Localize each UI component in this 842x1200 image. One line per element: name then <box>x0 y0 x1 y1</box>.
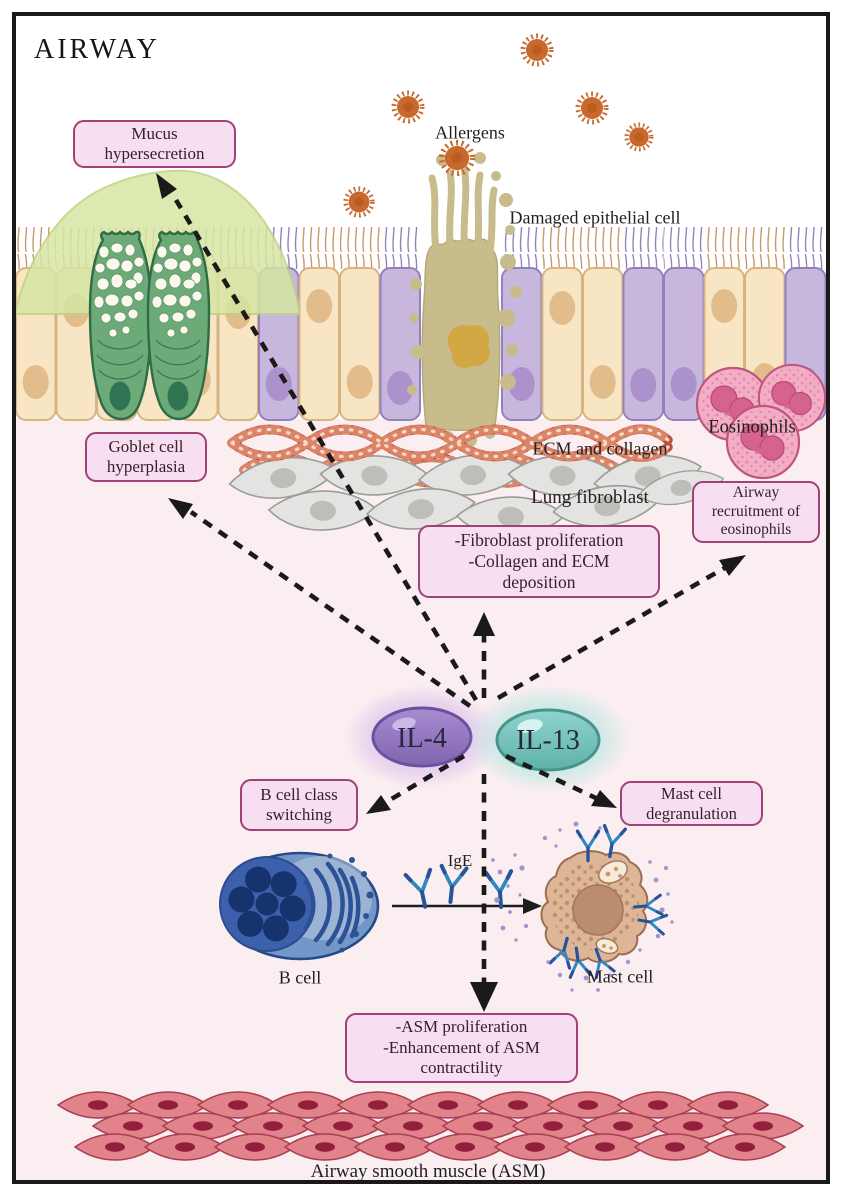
b-cell-class-switching-box: B cell class switching <box>240 779 358 831</box>
fibroblast-effects-box: -Fibroblast proliferation -Collagen and … <box>418 525 660 598</box>
mucus-layer <box>15 169 300 315</box>
mast-cell-degranulation-box: Mast cell degranulation <box>620 781 763 826</box>
lung-fibroblast-label: Lung fibroblast <box>531 487 649 508</box>
degranulation-speckles <box>491 821 674 992</box>
arrowheads <box>156 173 746 1012</box>
ecm-and-collagen-label: ECM and collagen <box>532 438 668 459</box>
mucus-hypersecretion-box: Mucus hypersecretion <box>73 120 236 168</box>
airway-title: AIRWAY <box>34 34 160 65</box>
eosinophil-recruitment-box: Airway recruitment of eosinophils <box>692 481 820 543</box>
cytokine-il13 <box>467 685 631 793</box>
damaged-epithelial-cell-label: Damaged epithelial cell <box>509 207 681 228</box>
figure-border <box>12 12 830 1184</box>
cytokine-il4 <box>344 685 500 789</box>
il13-label: IL-13 <box>516 725 580 756</box>
asm-effects-box: -ASM proliferation -Enhancement of ASM c… <box>345 1013 578 1083</box>
mast-cell-label: Mast cell <box>586 966 654 987</box>
b-cell-label: B cell <box>278 967 322 988</box>
asm-label: Airway smooth muscle (ASM) <box>310 1161 546 1182</box>
il4-label: IL-4 <box>397 723 447 754</box>
ige-label: IgE <box>447 851 473 870</box>
b-cell <box>219 851 380 961</box>
allergens-label: Allergens <box>435 122 505 143</box>
goblet-cell-hyperplasia-box: Goblet cell hyperplasia <box>85 432 207 482</box>
eosinophils-label: Eosinophils <box>708 417 796 438</box>
mast-cell <box>491 821 674 992</box>
dashed-arrows <box>174 198 730 984</box>
